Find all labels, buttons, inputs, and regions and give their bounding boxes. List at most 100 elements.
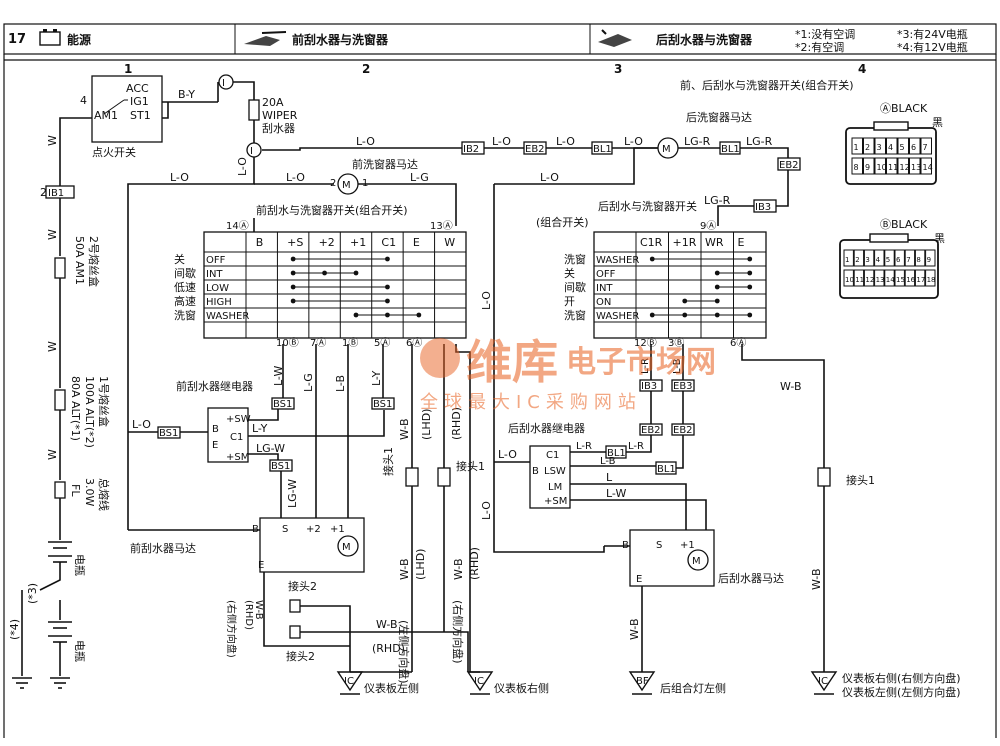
front-motor-s: S bbox=[282, 524, 288, 535]
rear-relay-lsw: LSW bbox=[544, 466, 566, 477]
rear-relay-title: 后刮水器继电器 bbox=[508, 421, 585, 435]
conn-a-pin-11: 11 bbox=[888, 163, 898, 172]
svg-text:W-B: W-B bbox=[780, 380, 802, 393]
rear-col-2: WR bbox=[705, 236, 724, 249]
wire-l-w-rear: L-W bbox=[606, 487, 626, 500]
front-col-6: W bbox=[444, 236, 455, 249]
rear-relay-c1: C1 bbox=[546, 450, 559, 461]
front-pin-13a: 13Ⓐ bbox=[430, 220, 453, 232]
svg-text:W: W bbox=[46, 449, 59, 460]
front-bottom-pin-2: 1Ⓑ bbox=[342, 337, 358, 349]
svg-text:L-O: L-O bbox=[286, 171, 305, 184]
fusible-link bbox=[54, 481, 66, 499]
rear-row-cn-1: 关 bbox=[564, 266, 575, 280]
front-col-3: +1 bbox=[350, 236, 366, 249]
svg-text:M: M bbox=[662, 144, 671, 155]
svg-text:L-O: L-O bbox=[498, 448, 517, 461]
front-bottom-pin-1: 7Ⓐ bbox=[310, 337, 326, 349]
connector-a-sub: 黑 bbox=[932, 116, 943, 129]
wire-lg-r-a: LG-R bbox=[684, 135, 711, 148]
rear-washer-motor-label: 后洗窗器马达 bbox=[686, 110, 752, 124]
rear-wiper-motor-label: 后刮水器马达 bbox=[718, 571, 784, 585]
svg-text:L-O: L-O bbox=[480, 291, 493, 310]
svg-text:BS1: BS1 bbox=[373, 399, 392, 410]
connector-b-label: ⒷBLACK bbox=[880, 218, 928, 231]
svg-text:2: 2 bbox=[330, 178, 336, 189]
svg-text:IC: IC bbox=[474, 676, 484, 687]
joint2-upper bbox=[289, 599, 301, 613]
svg-text:EB2: EB2 bbox=[779, 160, 799, 171]
rear-row-cn-2: 间歇 bbox=[564, 281, 586, 294]
section-front: 前刮水器与洗窗器 bbox=[292, 32, 389, 47]
rear-row-cn-4: 洗窗 bbox=[564, 308, 586, 322]
battery-label-1: 电瓶 bbox=[73, 554, 87, 576]
section-power: 能源 bbox=[67, 32, 91, 47]
svg-text:L-O: L-O bbox=[556, 135, 575, 148]
front-wiper-motor-label: 前刮水器马达 bbox=[130, 541, 196, 555]
fuse-20a-value: 20A bbox=[262, 96, 284, 109]
fusible-size: 3.0W bbox=[83, 478, 96, 506]
front-col-2: +2 bbox=[319, 236, 335, 249]
svg-text:L-B: L-B bbox=[600, 456, 616, 467]
ignition-switch-label: 点火开关 bbox=[92, 145, 136, 159]
ground-ic-right-2 bbox=[810, 671, 838, 695]
rear-bottom-pin-1: 3Ⓑ bbox=[668, 337, 684, 349]
column-2: 2 bbox=[362, 62, 370, 76]
conn-b-pin-13: 13 bbox=[876, 276, 885, 284]
battery-symbol-2 bbox=[48, 621, 72, 643]
svg-text:IB3: IB3 bbox=[641, 381, 657, 392]
svg-text:W-B: W-B bbox=[253, 600, 264, 620]
svg-text:M: M bbox=[342, 180, 351, 191]
rear-relay-b: B bbox=[532, 466, 539, 477]
rear-row-en-1: OFF bbox=[596, 269, 616, 280]
rear-wiper-icon bbox=[598, 29, 632, 47]
label-right-wheel-b: (右侧方向盘) bbox=[451, 600, 465, 664]
fuse-am1-value: 50A AM1 bbox=[73, 236, 86, 285]
svg-text:LG-R: LG-R bbox=[704, 194, 731, 207]
star-3: (*3) bbox=[26, 583, 39, 604]
joint1-right-label: 接头1 bbox=[846, 474, 875, 487]
conn-b-pin-7: 7 bbox=[906, 256, 910, 264]
joint1-label-a: 接头1 bbox=[382, 447, 395, 476]
conn-b-pin-10: 10 bbox=[845, 276, 854, 284]
rear-row-cn-0: 洗窗 bbox=[564, 252, 586, 266]
rear-motor-s: S bbox=[656, 540, 662, 551]
svg-text:BL1: BL1 bbox=[657, 464, 676, 475]
front-pin-14a: 14Ⓐ bbox=[226, 220, 249, 232]
ground-bf-label: 后组合灯左侧 bbox=[660, 681, 726, 695]
svg-text:W-B: W-B bbox=[398, 558, 411, 580]
label-lhd-a: (LHD) bbox=[420, 409, 433, 440]
conn-a-pin-6: 6 bbox=[911, 143, 916, 152]
svg-text:BL1: BL1 bbox=[721, 144, 740, 155]
ign-ig1: IG1 bbox=[130, 95, 149, 108]
ground-right-label-2: 仪表板左侧(左侧方向盘) bbox=[842, 685, 961, 699]
ground-bf bbox=[628, 671, 656, 695]
rear-col-0: C1R bbox=[640, 236, 663, 249]
fusible-cn: 总熔线 bbox=[97, 478, 111, 511]
wire-l-g: L-G bbox=[410, 171, 429, 184]
front-row-cn-2: 低速 bbox=[174, 281, 196, 294]
front-bottom-pin-3: 5Ⓐ bbox=[374, 337, 390, 349]
note-1: *1:没有空调 bbox=[795, 27, 855, 41]
rear-col-1: +1R bbox=[673, 236, 697, 249]
joint2-label-bottom: 接头2 bbox=[286, 650, 315, 663]
note-4: *4:有12V电瓶 bbox=[897, 40, 968, 54]
wire-lg-w: LG-W bbox=[256, 442, 285, 455]
front-row-en-0: OFF bbox=[206, 255, 226, 266]
battery-label-2: 电瓶 bbox=[73, 640, 87, 662]
svg-text:W-B: W-B bbox=[810, 568, 823, 590]
front-relay-box bbox=[207, 407, 249, 463]
conn-b-pin-14: 14 bbox=[886, 276, 895, 284]
note-2: *2:有空调 bbox=[795, 40, 844, 54]
rear-relay-lm: LM bbox=[548, 482, 562, 493]
wire-l-y: L-Y bbox=[252, 422, 268, 435]
conn-b-pin-11: 11 bbox=[855, 276, 864, 284]
svg-text:EB3: EB3 bbox=[673, 381, 693, 392]
label-lhd-b: (LHD) bbox=[414, 549, 427, 580]
svg-text:BS1: BS1 bbox=[273, 399, 292, 410]
battery-symbol-1 bbox=[48, 541, 72, 563]
page-number: 17 bbox=[8, 32, 26, 47]
fuse-am1 bbox=[54, 257, 66, 279]
